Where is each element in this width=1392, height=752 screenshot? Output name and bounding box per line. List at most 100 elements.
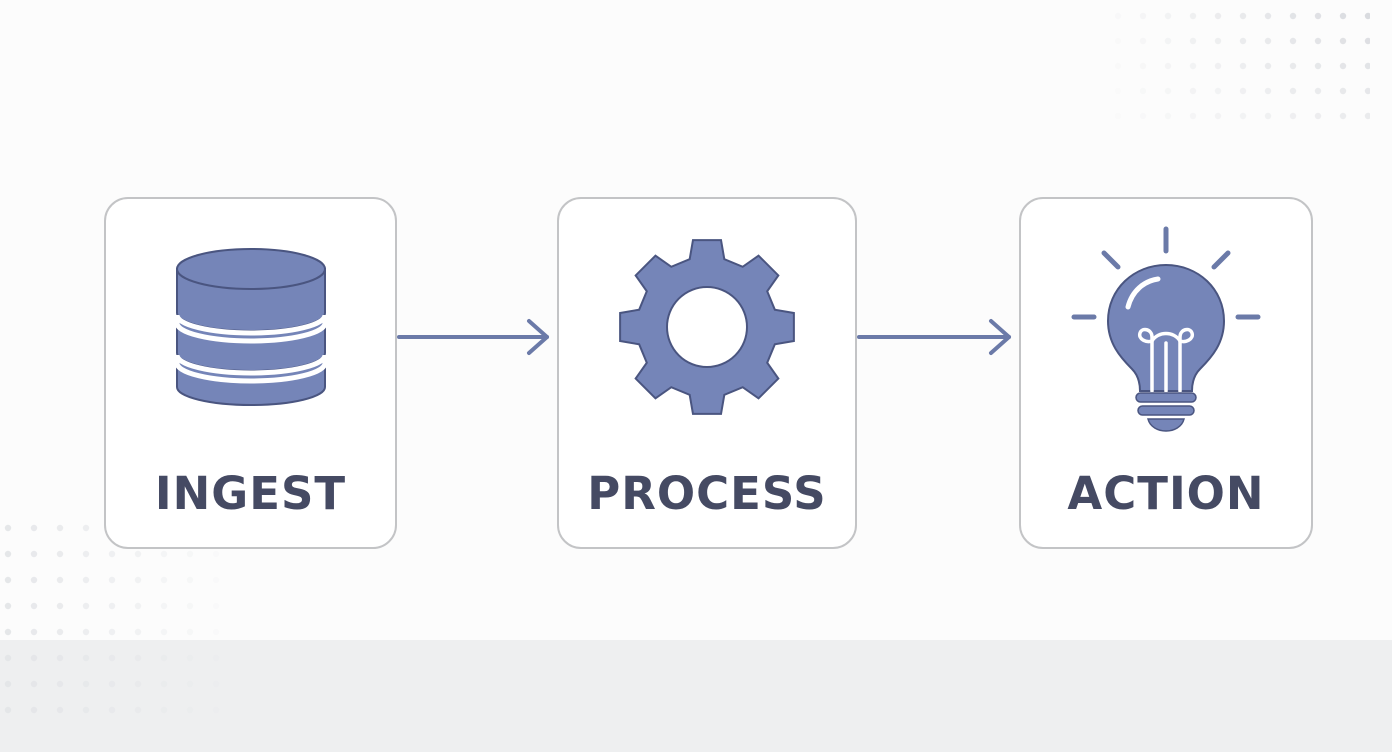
decorative-dot (186, 680, 194, 688)
decorative-dot (186, 654, 194, 662)
decorative-dot (1164, 12, 1172, 20)
decorative-dot (30, 576, 38, 584)
decorative-dot (1214, 62, 1222, 70)
decorative-dot (4, 628, 12, 636)
decorative-dot (4, 654, 12, 662)
decorative-dot (134, 706, 142, 714)
decorative-dot (1139, 87, 1147, 95)
decorative-dot (4, 524, 12, 532)
decorative-dot (1214, 112, 1222, 120)
decorative-dot (1164, 112, 1172, 120)
decorative-dot (82, 706, 90, 714)
decorative-dot (1339, 62, 1347, 70)
decorative-dot (134, 602, 142, 610)
arrow-right-icon (857, 319, 1011, 355)
decorative-dot (108, 680, 116, 688)
decorative-dot (56, 680, 64, 688)
gear-icon (619, 239, 795, 415)
decorative-dot (160, 576, 168, 584)
decorative-dot (82, 628, 90, 636)
decorative-dot (1364, 112, 1370, 120)
decorative-dots-bottom-left (4, 524, 220, 714)
decorative-dot (212, 654, 220, 662)
decorative-dot (108, 654, 116, 662)
decorative-dot (1239, 37, 1247, 45)
decorative-dot (1189, 12, 1197, 20)
decorative-dot (1164, 62, 1172, 70)
decorative-dot (1264, 62, 1272, 70)
decorative-dot (108, 706, 116, 714)
decorative-dot (56, 628, 64, 636)
decorative-dot (1139, 37, 1147, 45)
decorative-dot (1314, 87, 1322, 95)
decorative-dot (82, 602, 90, 610)
decorative-dot (1264, 112, 1272, 120)
decorative-dot (1289, 87, 1297, 95)
arrow-right-icon (397, 319, 549, 355)
decorative-dot (82, 680, 90, 688)
decorative-dot (1239, 62, 1247, 70)
decorative-dot (1189, 62, 1197, 70)
decorative-dot (1339, 37, 1347, 45)
decorative-dot (1114, 112, 1122, 120)
decorative-dot (30, 680, 38, 688)
decorative-dot (56, 654, 64, 662)
decorative-dot (30, 706, 38, 714)
decorative-dot (212, 550, 220, 558)
decorative-dot (1364, 37, 1370, 45)
step-card-action: ACTION (1019, 197, 1313, 549)
decorative-dot (1189, 112, 1197, 120)
decorative-dot (4, 576, 12, 584)
decorative-dot (1339, 112, 1347, 120)
decorative-dot (186, 706, 194, 714)
decorative-dot (1264, 12, 1272, 20)
decorative-dot (1164, 37, 1172, 45)
decorative-dot (160, 654, 168, 662)
decorative-dot (108, 602, 116, 610)
decorative-dot (1139, 62, 1147, 70)
decorative-dot (160, 680, 168, 688)
decorative-dot (212, 576, 220, 584)
decorative-dot (30, 602, 38, 610)
decorative-dot (56, 550, 64, 558)
decorative-dot (1114, 37, 1122, 45)
decorative-dot (1114, 87, 1122, 95)
step-label-ingest: INGEST (154, 467, 347, 520)
decorative-dot (186, 628, 194, 636)
decorative-dot (1314, 12, 1322, 20)
decorative-dot (134, 680, 142, 688)
decorative-dot (212, 680, 220, 688)
decorative-dot (212, 602, 220, 610)
decorative-dot (1314, 62, 1322, 70)
decorative-dot (160, 602, 168, 610)
decorative-dot (1289, 37, 1297, 45)
step-label-action: ACTION (1067, 467, 1265, 520)
step-label-process: PROCESS (587, 467, 827, 520)
decorative-dot (134, 550, 142, 558)
decorative-dot (186, 576, 194, 584)
database-icon (174, 248, 327, 406)
decorative-dots-top-right (1114, 12, 1370, 120)
decorative-dot (108, 550, 116, 558)
decorative-dot (4, 680, 12, 688)
decorative-dot (160, 706, 168, 714)
decorative-dot (134, 576, 142, 584)
decorative-dot (56, 602, 64, 610)
decorative-dot (56, 576, 64, 584)
decorative-dot (1214, 12, 1222, 20)
light-rays (1071, 226, 1261, 320)
decorative-dot (30, 550, 38, 558)
decorative-dot (1239, 112, 1247, 120)
decorative-dot (1164, 87, 1172, 95)
decorative-dot (1189, 87, 1197, 95)
decorative-dot (134, 628, 142, 636)
decorative-dot (1264, 37, 1272, 45)
decorative-dot (1114, 62, 1122, 70)
decorative-dot (56, 524, 64, 532)
decorative-dot (4, 706, 12, 714)
decorative-dot (1139, 12, 1147, 20)
decorative-dot (108, 628, 116, 636)
step-card-ingest: INGEST (104, 197, 397, 549)
decorative-dot (108, 576, 116, 584)
